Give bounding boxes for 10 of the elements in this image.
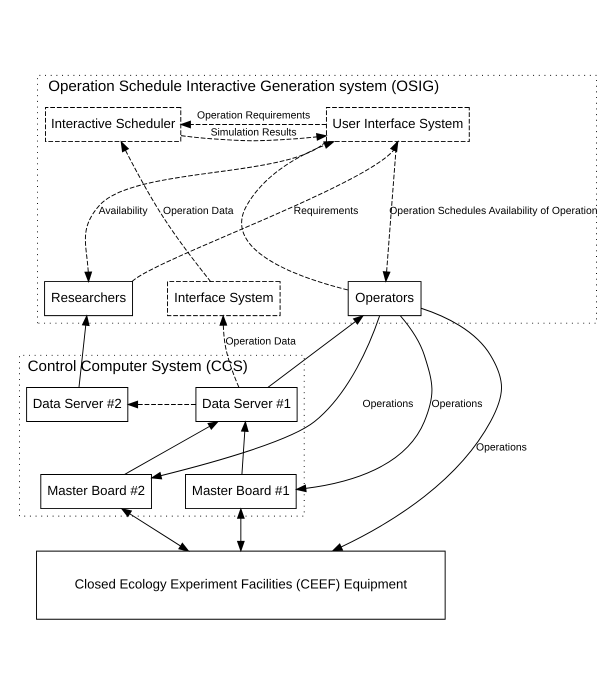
edge-label: Requirements [294, 206, 358, 217]
edge-label: Operations [476, 442, 527, 454]
edge-label: Operation Data [163, 206, 234, 217]
edge-label: Availability [98, 206, 148, 217]
edge-label: Operation Data [225, 336, 296, 348]
edge-label: Simulation Results [210, 127, 297, 138]
edge-label: Operations [362, 398, 414, 410]
edge-label: Operations [432, 398, 482, 410]
edge-label: Operation Requirements [197, 110, 310, 122]
edge-label: Operation Schedules Availability of Operation [389, 206, 598, 217]
